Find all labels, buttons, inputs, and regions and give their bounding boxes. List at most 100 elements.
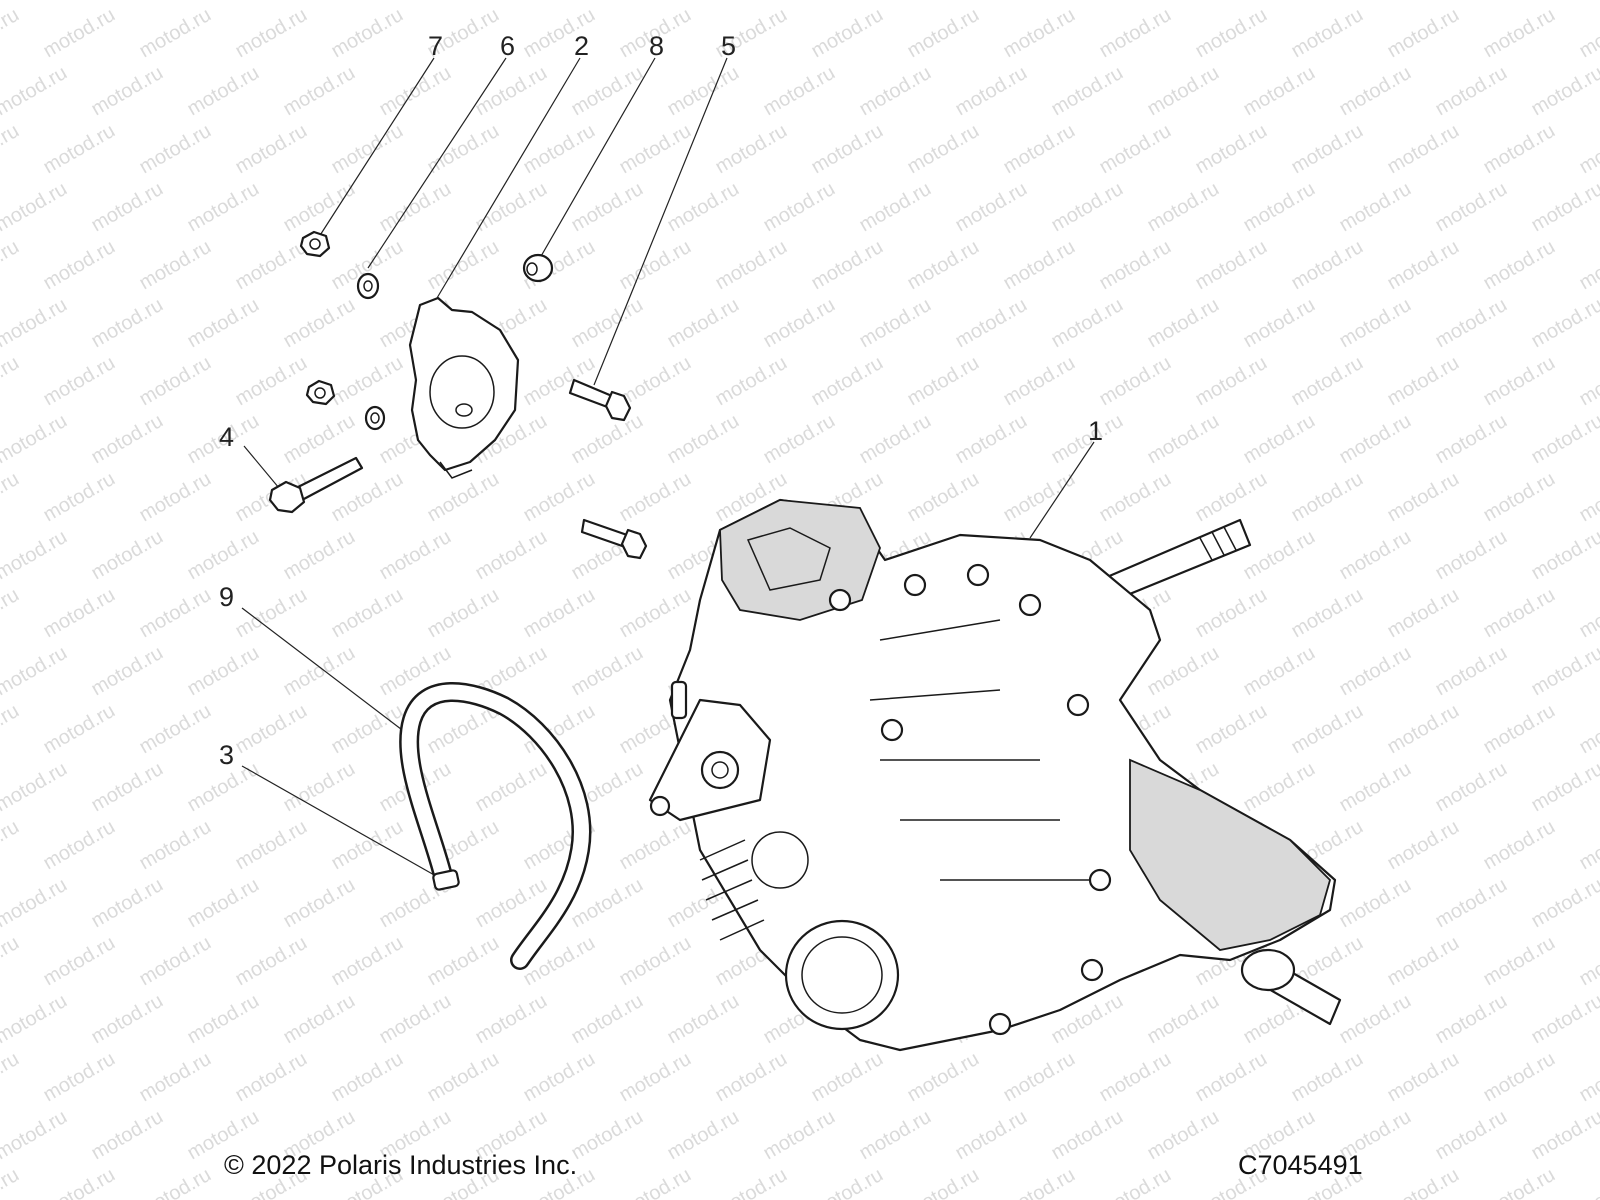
watermark-text: motod.ru xyxy=(664,294,743,353)
watermark-text: motod.ru xyxy=(1528,294,1600,353)
watermark-text: motod.ru xyxy=(760,1106,839,1165)
watermark-text: motod.ru xyxy=(424,1048,503,1107)
watermark-text: motod.ru xyxy=(1048,294,1127,353)
watermark-text: motod.ru xyxy=(0,294,71,353)
watermark-text: motod.ru xyxy=(232,1048,311,1107)
watermark-text: motod.ru xyxy=(88,1106,167,1165)
watermark-text: motod.ru xyxy=(136,932,215,991)
watermark-text: motod.ru xyxy=(1336,526,1415,585)
watermark-text: motod.ru xyxy=(280,526,359,585)
watermark-text: motod.ru xyxy=(760,62,839,121)
loose-bolt xyxy=(580,518,648,560)
watermark-text: motod.ru xyxy=(136,816,215,875)
watermark-text: motod.ru xyxy=(1240,642,1319,701)
watermark-text: motod.ru xyxy=(904,1164,983,1200)
watermark-text: motod.ru xyxy=(1384,236,1463,295)
watermark-text: motod.ru xyxy=(1576,816,1600,875)
watermark-text: motod.ru xyxy=(1192,120,1271,179)
watermark-text: motod.ru xyxy=(136,468,215,527)
watermark-text: motod.ru xyxy=(1480,120,1559,179)
watermark-text: motod.ru xyxy=(0,1164,23,1200)
watermark-text: motod.ru xyxy=(1192,468,1271,527)
watermark-text: motod.ru xyxy=(1384,4,1463,63)
watermark-text: motod.ru xyxy=(1528,178,1600,237)
watermark-text: motod.ru xyxy=(1000,120,1079,179)
watermark-text: motod.ru xyxy=(520,120,599,179)
watermark-text: motod.ru xyxy=(1576,236,1600,295)
watermark-text: motod.ru xyxy=(952,178,1031,237)
watermark-text: motod.ru xyxy=(136,700,215,759)
watermark-text: motod.ru xyxy=(424,236,503,295)
watermark-text: motod.ru xyxy=(0,584,23,643)
watermark-text: motod.ru xyxy=(760,294,839,353)
watermark-text: motod.ru xyxy=(1576,468,1600,527)
watermark-text: motod.ru xyxy=(1480,816,1559,875)
watermark-text: motod.ru xyxy=(1528,62,1600,121)
watermark-text: motod.ru xyxy=(952,62,1031,121)
watermark-text: motod.ru xyxy=(1432,1106,1511,1165)
watermark-text: motod.ru xyxy=(808,1048,887,1107)
watermark-text: motod.ru xyxy=(856,410,935,469)
part-6-washer xyxy=(356,272,380,300)
part-1-transmission xyxy=(648,498,1342,1052)
watermark-text: motod.ru xyxy=(232,4,311,63)
watermark-text: motod.ru xyxy=(616,584,695,643)
watermark-text: motod.ru xyxy=(280,294,359,353)
spare-washer xyxy=(364,405,386,431)
watermark-text: motod.ru xyxy=(1528,990,1600,1049)
watermark-text: motod.ru xyxy=(1048,178,1127,237)
watermark-text: motod.ru xyxy=(1384,1164,1463,1200)
watermark-text: motod.ru xyxy=(232,816,311,875)
watermark-text: motod.ru xyxy=(40,4,119,63)
watermark-text: motod.ru xyxy=(664,178,743,237)
watermark-text: motod.ru xyxy=(184,62,263,121)
watermark-text: motod.ru xyxy=(1240,758,1319,817)
watermark-text: motod.ru xyxy=(0,932,23,991)
watermark-text: motod.ru xyxy=(856,294,935,353)
watermark-text: motod.ru xyxy=(616,236,695,295)
watermark-text: motod.ru xyxy=(1528,410,1600,469)
watermark-text: motod.ru xyxy=(1096,468,1175,527)
watermark-text: motod.ru xyxy=(232,236,311,295)
watermark-text: motod.ru xyxy=(760,178,839,237)
watermark-text: motod.ru xyxy=(0,62,71,121)
watermark-text: motod.ru xyxy=(760,410,839,469)
watermark-text: motod.ru xyxy=(232,352,311,411)
watermark-text: motod.ru xyxy=(712,352,791,411)
watermark-text: motod.ru xyxy=(136,584,215,643)
watermark-text: motod.ru xyxy=(88,0,167,4)
watermark-text: motod.ru xyxy=(616,1164,695,1200)
watermark-text: motod.ru xyxy=(1336,758,1415,817)
watermark-text: motod.ru xyxy=(40,584,119,643)
callout-9: 9 xyxy=(219,582,234,612)
watermark-text: motod.ru xyxy=(1528,642,1600,701)
watermark-text: motod.ru xyxy=(136,4,215,63)
watermark-text: motod.ru xyxy=(0,642,71,701)
watermark-text: motod.ru xyxy=(904,352,983,411)
watermark-text: motod.ru xyxy=(904,236,983,295)
watermark-text: motod.ru xyxy=(1576,352,1600,411)
watermark-text: motod.ru xyxy=(520,1048,599,1107)
watermark-text: motod.ru xyxy=(136,120,215,179)
watermark-text: motod.ru xyxy=(232,932,311,991)
watermark-text: motod.ru xyxy=(472,758,551,817)
watermark-text: motod.ru xyxy=(616,816,695,875)
watermark-text: motod.ru xyxy=(1192,700,1271,759)
watermark-text: motod.ru xyxy=(664,1106,743,1165)
watermark-text: motod.ru xyxy=(1000,352,1079,411)
watermark-text: motod.ru xyxy=(1240,0,1319,4)
watermark-text: motod.ru xyxy=(1576,120,1600,179)
watermark-text: motod.ru xyxy=(904,120,983,179)
callout-4: 4 xyxy=(219,422,234,452)
part-9-vent-hose xyxy=(399,682,592,970)
watermark-text: motod.ru xyxy=(376,178,455,237)
watermark-text: motod.ru xyxy=(232,584,311,643)
watermark-text: motod.ru xyxy=(136,352,215,411)
watermark-text: motod.ru xyxy=(88,62,167,121)
watermark-text: motod.ru xyxy=(40,120,119,179)
watermark-text: motod.ru xyxy=(88,294,167,353)
watermark-text: motod.ru xyxy=(1432,410,1511,469)
watermark-text: motod.ru xyxy=(88,642,167,701)
watermark-text: motod.ru xyxy=(664,0,743,4)
watermark-text: motod.ru xyxy=(424,468,503,527)
